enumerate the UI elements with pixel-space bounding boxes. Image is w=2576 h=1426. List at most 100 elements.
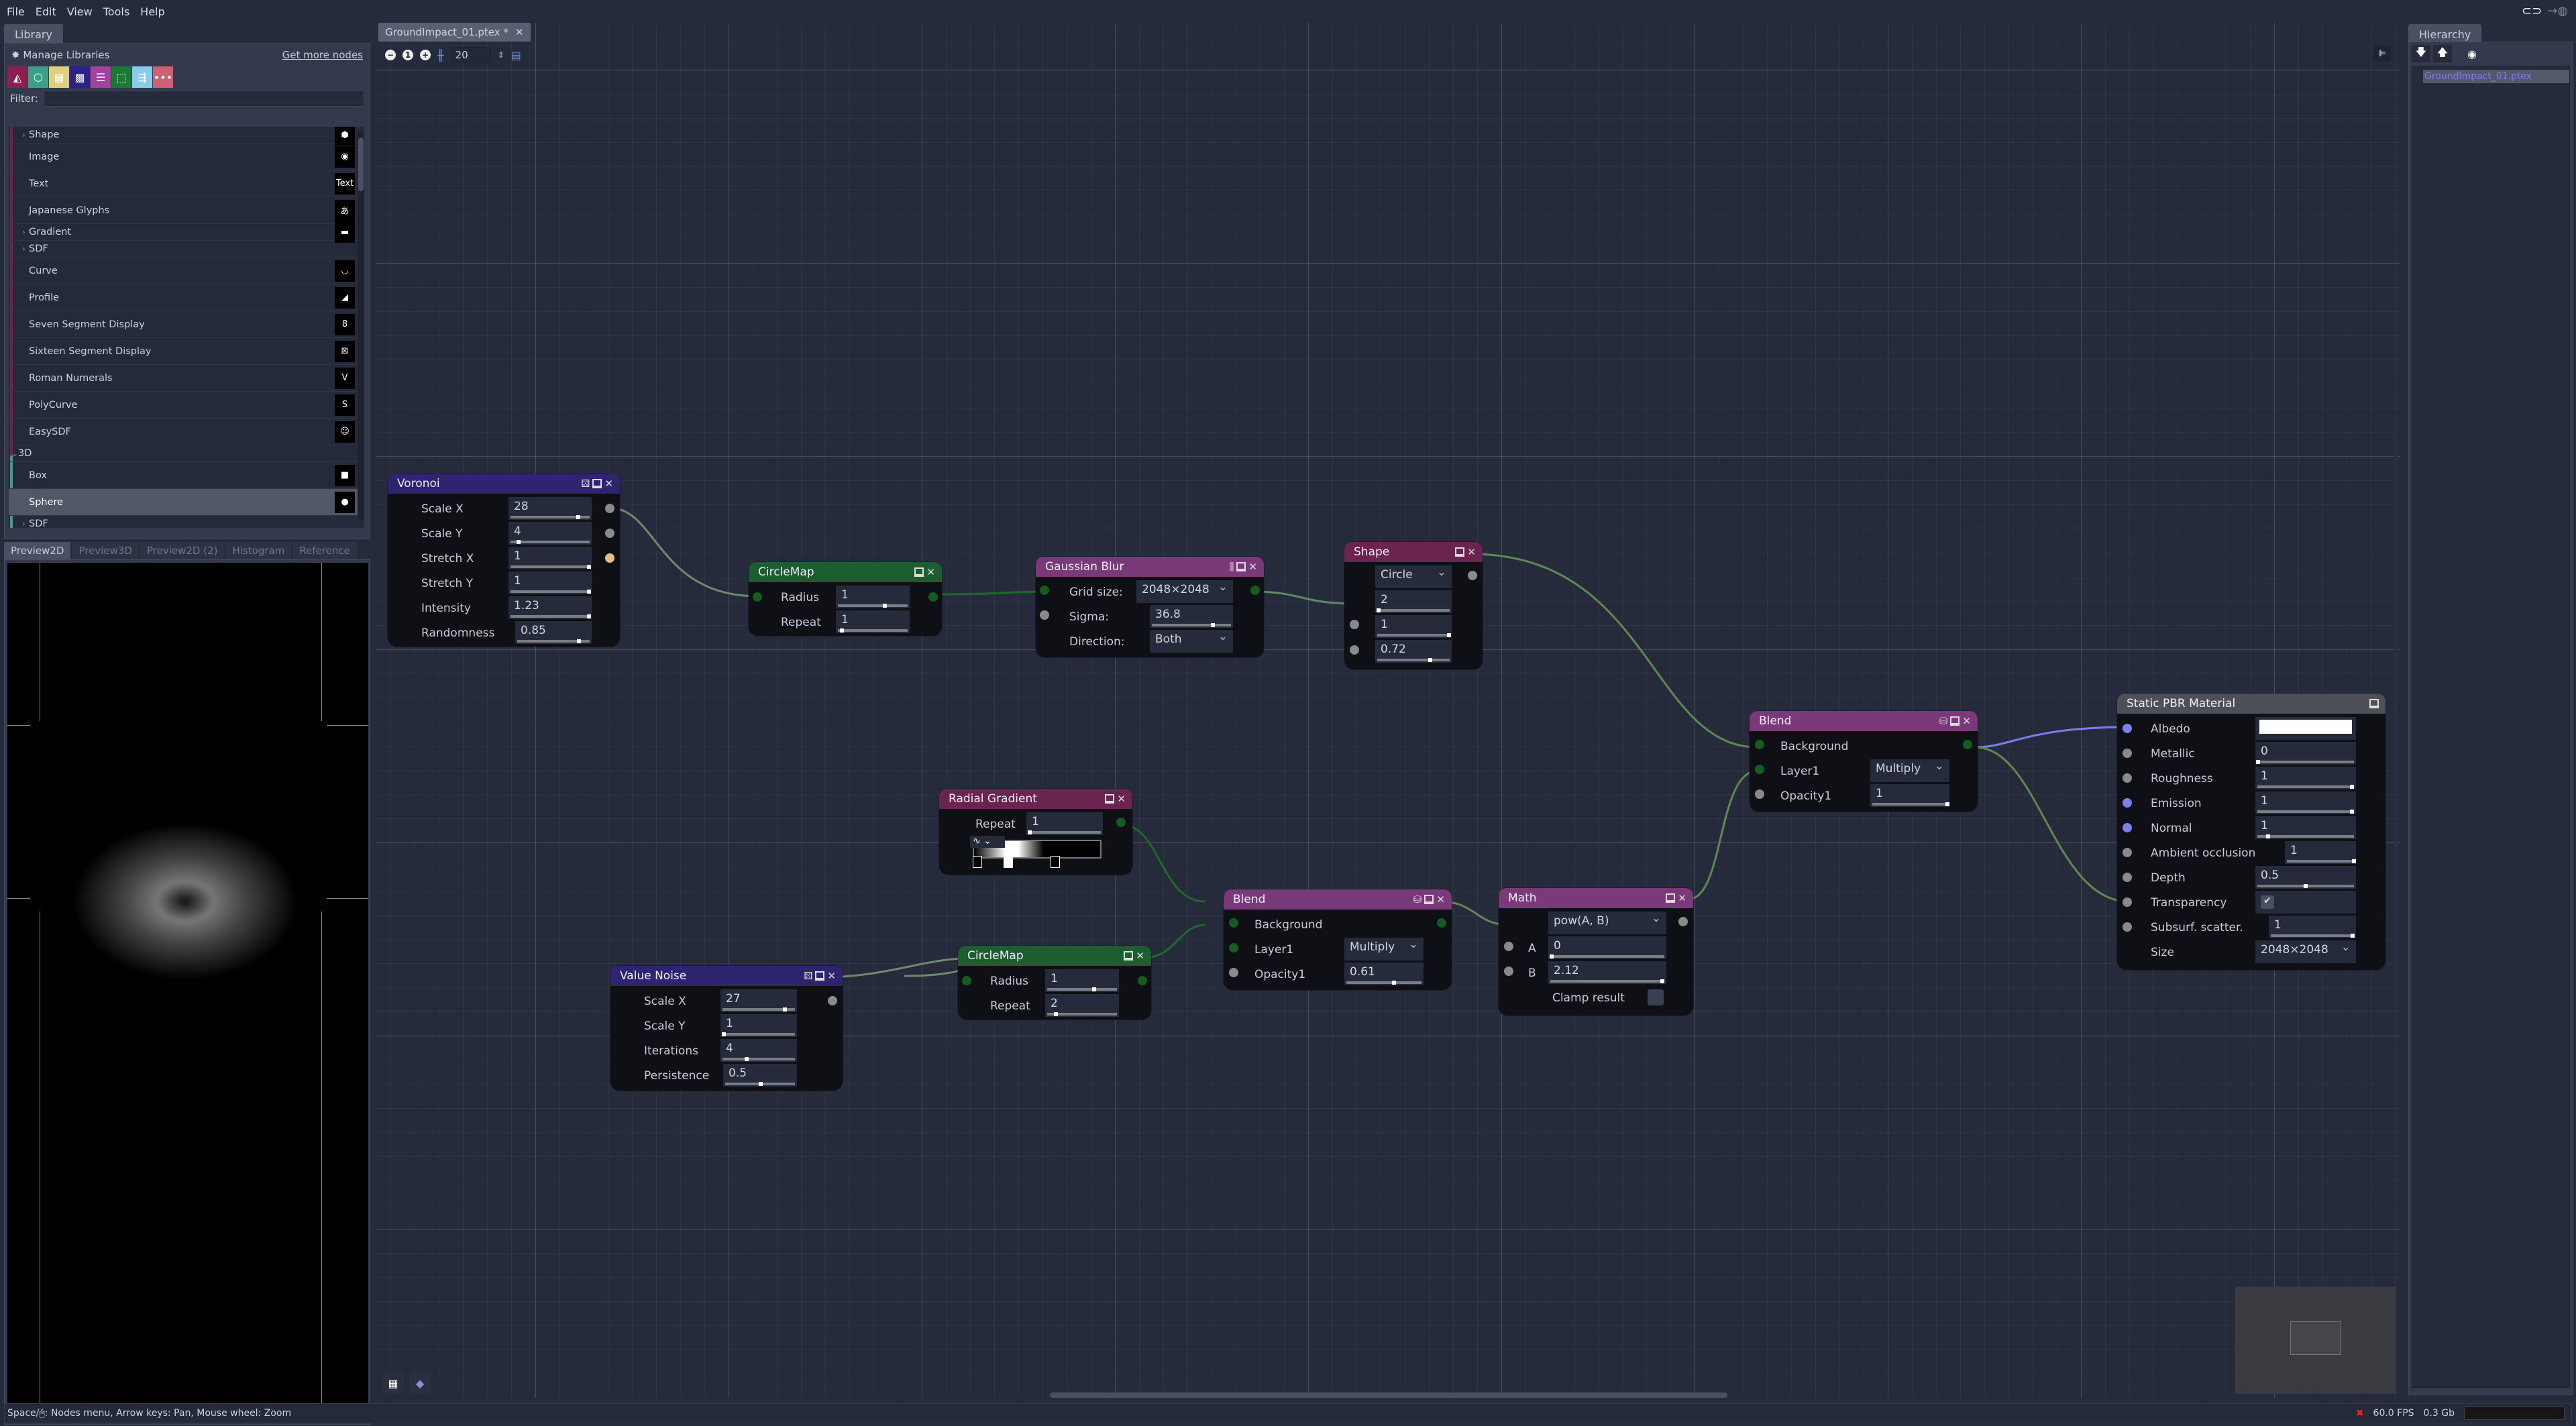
arrow-down-icon[interactable]: 🡇 [2412, 45, 2430, 62]
shape-param-field[interactable]: 2 [1375, 590, 1452, 613]
library-item[interactable]: Box■ [9, 462, 364, 489]
param-field[interactable]: 1 [2269, 916, 2356, 938]
output-port[interactable] [1250, 586, 1260, 595]
library-item[interactable]: Profile◢ [9, 284, 364, 311]
output-port[interactable] [605, 553, 614, 563]
node-header[interactable]: Gaussian Blur ⫼✕ [1036, 557, 1264, 577]
graph-horizontal-scrollbar[interactable] [1050, 1392, 1727, 1398]
param-field[interactable]: 0 [2255, 742, 2356, 765]
arrow-up-icon[interactable]: 🡅 [2433, 45, 2452, 62]
document-tab[interactable]: GroundImpact_01.ptex * ✕ [378, 23, 531, 42]
input-port[interactable] [1755, 789, 1764, 799]
tab-reference[interactable]: Reference [292, 542, 357, 559]
output-port[interactable] [1437, 918, 1446, 928]
library-scrollbar[interactable] [358, 131, 364, 520]
input-port[interactable] [1755, 740, 1764, 749]
output-port[interactable] [1963, 740, 1972, 749]
node-header[interactable]: CircleMap ✕ [749, 562, 942, 582]
node-radial-gradient[interactable]: Radial Gradient ✕ Repeat 1 ∿ ⌄ [939, 789, 1132, 875]
output-port[interactable] [605, 529, 614, 538]
param-field[interactable]: 1 [2255, 791, 2356, 814]
node-graph[interactable]: GroundImpact_01.ptex * ✕ − 1 + ╫ 20 ⇕ ▤ … [376, 23, 2400, 1398]
output-port[interactable] [1468, 571, 1477, 580]
param-field[interactable]: 4 [720, 1039, 797, 1062]
param-field[interactable]: 1 [1045, 969, 1119, 992]
interpolation-dropdown[interactable]: ∿ ⌄ [970, 836, 1005, 848]
input-port[interactable] [1504, 942, 1513, 951]
zoom-out-icon[interactable]: − [385, 50, 396, 60]
preview-toggle-icon[interactable] [1236, 562, 1246, 571]
library-item[interactable]: ›Gradient▬ [9, 221, 364, 243]
cube-icon[interactable]: ◆ [409, 1372, 431, 1394]
close-node-icon[interactable]: ✕ [1248, 561, 1257, 573]
chevron-icon[interactable]: › [22, 519, 25, 528]
transform-category-icon[interactable]: ⬚ [111, 66, 131, 88]
blend-mode-dropdown[interactable]: Multiply [1344, 938, 1424, 961]
add-layer-icon[interactable]: ⛁ [1939, 715, 1948, 727]
param-field[interactable]: 0.5 [2255, 866, 2356, 889]
spinner-icon[interactable]: ⇕ [497, 50, 504, 60]
math-op-dropdown[interactable]: pow(A, B) [1548, 912, 1666, 934]
param-field[interactable]: 1 [2255, 816, 2356, 839]
library-item[interactable]: ›SDF [9, 516, 364, 528]
gradient-stop[interactable] [1004, 856, 1013, 868]
param-field[interactable]: 1 [836, 586, 910, 608]
preview-toggle-icon[interactable] [1424, 895, 1434, 904]
albedo-color-swatch[interactable] [2255, 717, 2356, 740]
node-gaussian-blur[interactable]: Gaussian Blur ⫼✕ Grid size: 2048×2048 Si… [1036, 557, 1264, 657]
menu-edit[interactable]: Edit [35, 5, 56, 18]
manage-libraries-button[interactable]: ✸ Manage Libraries [11, 49, 110, 61]
eye-icon[interactable]: ◉ [2467, 47, 2477, 60]
preview-toggle-icon[interactable] [1950, 716, 1960, 726]
node-header[interactable]: Radial Gradient ✕ [939, 789, 1132, 809]
library-item[interactable]: Sphere● [9, 489, 364, 516]
input-port[interactable] [1755, 765, 1764, 774]
noise-category-icon[interactable]: ▩ [70, 66, 90, 88]
param-field[interactable]: 1 [508, 571, 592, 594]
input-port[interactable] [2123, 922, 2132, 932]
buffer-icon[interactable]: ⫼ [1229, 561, 1234, 573]
preview-toggle-icon[interactable] [2369, 699, 2379, 708]
preview-toggle-icon[interactable] [592, 479, 602, 488]
input-port[interactable] [1504, 967, 1513, 976]
hierarchy-item[interactable]: GroundImpact_01.ptex [2423, 70, 2569, 83]
node-header[interactable]: Static PBR Material [2117, 694, 2385, 714]
randomize-icon[interactable]: ⚄ [804, 970, 813, 982]
close-node-icon[interactable]: ✕ [926, 566, 935, 578]
node-header[interactable]: Math ✕ [1499, 888, 1693, 908]
input-port[interactable] [1350, 645, 1359, 655]
param-field[interactable]: 1 [720, 1014, 797, 1037]
preview-toggle-icon[interactable] [815, 971, 825, 981]
direction-dropdown[interactable]: Both [1150, 630, 1233, 653]
node-blend-1[interactable]: Blend ⛁✕ Background Layer1 Multiply Opac… [1750, 711, 1978, 812]
close-node-icon[interactable]: ✕ [1962, 715, 1971, 727]
a-field[interactable]: 0 [1548, 936, 1666, 959]
param-field[interactable]: 1.23 [508, 596, 592, 619]
input-port[interactable] [1040, 610, 1049, 620]
output-port[interactable] [828, 996, 837, 1005]
library-item[interactable]: ›Shape⬢ [9, 127, 364, 146]
close-node-icon[interactable]: ✕ [1136, 950, 1144, 962]
opacity-field[interactable]: 0.61 [1344, 963, 1424, 985]
blend-mode-dropdown[interactable]: Multiply [1870, 759, 1949, 782]
close-node-icon[interactable]: ✕ [1467, 546, 1476, 558]
menu-view[interactable]: View [66, 5, 93, 18]
tab-preview2d[interactable]: Preview2D [4, 542, 71, 559]
clamp-checkbox[interactable] [1648, 989, 1664, 1005]
input-port[interactable] [2123, 749, 2132, 758]
tab-preview2d-2[interactable]: Preview2D (2) [140, 542, 225, 559]
param-field[interactable]: 1 [508, 547, 592, 569]
gradient-stop[interactable] [1051, 856, 1060, 868]
tab-histogram[interactable]: Histogram [225, 542, 292, 559]
node-shape[interactable]: Shape ✕ Circle 210.72 [1344, 542, 1483, 669]
menu-help[interactable]: Help [140, 5, 165, 18]
param-checkbox[interactable]: ✔ [2255, 891, 2356, 914]
tab-preview3d[interactable]: Preview3D [72, 542, 139, 559]
preview-toggle-icon[interactable] [1455, 547, 1465, 557]
param-field[interactable]: 1 [2255, 767, 2356, 789]
